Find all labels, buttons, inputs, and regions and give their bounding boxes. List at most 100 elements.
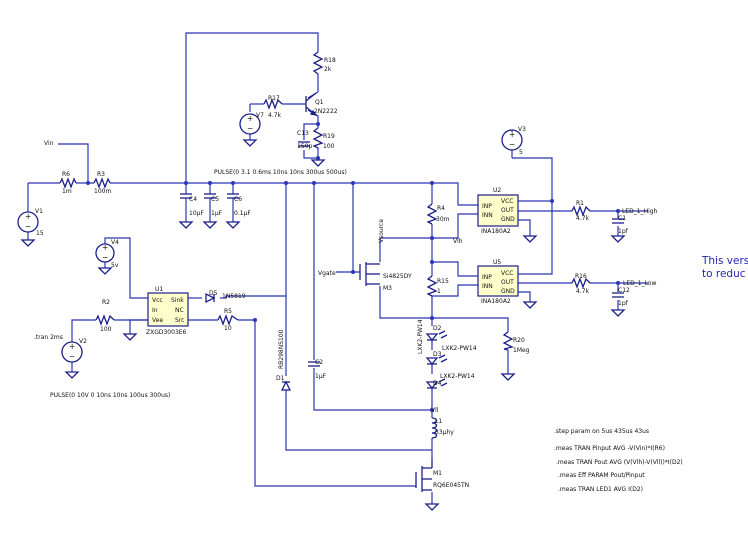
r4-value: 30m: [436, 216, 450, 223]
c13-value: 150p: [297, 143, 312, 150]
net-vin: Vin: [44, 140, 54, 147]
resistor-r18[interactable]: R18 2k: [312, 51, 336, 75]
spice-directives: PULSE(0 3.1 0.6ms 10ns 10ns 300us 500us)…: [34, 169, 683, 493]
resistor-r2[interactable]: R2 100: [95, 299, 115, 333]
source-v2[interactable]: +− V2 PULSE(0 10V 0 10ns 10ns 100us 300u…: [50, 338, 170, 399]
r18-value: 2k: [324, 66, 332, 73]
led-d2[interactable]: D2 LXK2-PW14 LXK2-PW14: [417, 319, 477, 354]
transistor-q1[interactable]: Q1 2N2222: [305, 92, 338, 116]
u5-pin-gnd: GND: [501, 288, 515, 295]
u1-pin-vcc: Vcc: [152, 297, 163, 304]
d2-ref: D2: [433, 325, 442, 332]
led-d4[interactable]: D4 LXK2-PW14: [425, 373, 475, 390]
d4-ref: D4: [433, 380, 442, 387]
svg-text:+: +: [69, 342, 75, 351]
capacitor-c12[interactable]: C12 1pf: [612, 287, 630, 307]
r16-value: 4.7k: [576, 288, 590, 295]
u5-pin-inn: INN: [482, 283, 493, 290]
c5-value: 1µF: [211, 210, 223, 217]
capacitor-c13[interactable]: C13 150p: [297, 130, 312, 150]
ic-u1[interactable]: Vcc In Vee Sink NC Src U1 ZXGD3003E6: [146, 286, 189, 336]
net-vsource: Vsource: [378, 219, 385, 243]
d5-value: 1N5819: [222, 293, 246, 300]
resistor-r19[interactable]: R19 100: [312, 127, 335, 150]
u5-pin-inp: INP: [482, 274, 492, 281]
directive-meas-pout: .meas TRAN Pout AVG (V(Vlh)-V(Vll))*I(D2…: [556, 459, 683, 466]
net-led-high: LED_1_High: [622, 208, 658, 215]
source-v3[interactable]: +− V3 5: [501, 126, 526, 156]
v3-value: 5: [519, 149, 523, 156]
svg-text:+: +: [25, 212, 31, 221]
capacitor-c1[interactable]: C1 1pf: [612, 215, 629, 235]
v1-ref: V1: [35, 208, 43, 215]
resistor-r16[interactable]: R16 4.7k: [571, 273, 591, 295]
d3-ref: D3: [433, 351, 442, 358]
v2-value: PULSE(0 10V 0 10ns 10ns 100us 300us): [50, 392, 170, 399]
svg-text:+: +: [102, 243, 108, 252]
c6-ref: C6: [234, 196, 242, 203]
u1-pin-src: Src: [175, 317, 184, 324]
r2-ref: R2: [102, 299, 110, 306]
r19-value: 100: [323, 143, 335, 150]
led-d3[interactable]: D3: [425, 351, 448, 366]
r6-ref: R6: [62, 171, 70, 178]
u2-pin-gnd: GND: [501, 216, 515, 223]
directive-step: .step param on 5us 435us 43us: [554, 428, 649, 435]
capacitor-c6[interactable]: C6 0.1µF: [227, 193, 251, 217]
u1-pin-sink: Sink: [171, 297, 184, 304]
mosfet-m1[interactable]: M1 RQ6E045TN: [415, 460, 469, 492]
resistor-r20[interactable]: R20 1Meg: [502, 331, 530, 354]
u2-pin-inn: INN: [482, 212, 493, 219]
inductor-l1[interactable]: L1 33µhy: [431, 417, 454, 439]
r3-value: 100m: [94, 188, 111, 195]
u1-pin-in: In: [152, 307, 158, 314]
ic-u5[interactable]: INP INN VCC OUT GND U5 INA180A2: [477, 259, 519, 305]
d2-side-label: LXK2-PW14: [417, 319, 424, 354]
r1-ref: R1: [576, 200, 584, 207]
u5-pin-out: OUT: [501, 279, 514, 286]
resistor-r4[interactable]: R4 30m: [426, 203, 450, 225]
r18-ref: R18: [324, 57, 336, 64]
capacitor-c5[interactable]: C5 1µF: [204, 193, 223, 217]
net-labels: Vin Vsource Vgate Vlh Vll LED_1_High LED…: [44, 140, 658, 414]
c2-value: 1µF: [315, 373, 327, 380]
resistor-r17[interactable]: R17 4.7k: [263, 95, 283, 119]
source-v7[interactable]: +− V7: [239, 112, 264, 135]
r15-ref: R15: [437, 278, 449, 285]
directive-meas-pinput: .meas TRAN Pinput AVG -V(Vin)*I(R6): [554, 445, 665, 452]
ic-u2[interactable]: INP INN VCC OUT GND U2 INA180A2: [477, 187, 519, 235]
capacitor-c2[interactable]: C2 1µF: [308, 359, 327, 380]
resistor-r1[interactable]: R1 4.7k: [571, 200, 591, 222]
resistor-r5[interactable]: R5 10: [217, 308, 239, 332]
diode-d1[interactable]: D1 RB298NS100: [276, 329, 292, 391]
u5-value: INA180A2: [481, 298, 511, 305]
r19-ref: R19: [323, 133, 335, 140]
note-text-line1: This vers: [701, 255, 748, 267]
source-v1[interactable]: +− V1 15: [17, 208, 44, 237]
capacitor-c4[interactable]: C4 10µF: [180, 193, 204, 217]
resistor-r6[interactable]: R6 1m: [59, 171, 77, 195]
mosfet-m3[interactable]: Si4825DY M3: [359, 262, 412, 292]
c4-ref: C4: [189, 196, 197, 203]
svg-text:+: +: [247, 114, 253, 123]
v7-ref: V7: [256, 112, 264, 119]
m1-value: RQ6E045TN: [433, 482, 469, 489]
r3-ref: R3: [97, 171, 105, 178]
r4-ref: R4: [437, 205, 445, 212]
svg-text:−: −: [25, 222, 31, 231]
d1-value: RB298NS100: [278, 329, 285, 369]
q1-ref: Q1: [315, 99, 324, 106]
directive-tran: .tran 2ms: [34, 334, 63, 341]
u2-pin-inp: INP: [482, 203, 492, 210]
r6-value: 1m: [62, 188, 72, 195]
c1-ref: C1: [618, 215, 626, 222]
u2-pin-vcc: VCC: [501, 198, 513, 205]
resistor-r15[interactable]: R15 1: [426, 275, 449, 297]
u1-pin-vee: Vee: [152, 317, 163, 324]
resistor-r3[interactable]: R3 100m: [93, 171, 111, 195]
source-v4[interactable]: +− V4 5v: [95, 239, 119, 269]
directive-pulse: PULSE(0 3.1 0.6ms 10ns 10ns 300us 500us): [214, 169, 347, 176]
c5-ref: C5: [211, 196, 219, 203]
m3-value: Si4825DY: [383, 273, 412, 280]
diode-d5[interactable]: D5 1N5819: [205, 290, 246, 304]
